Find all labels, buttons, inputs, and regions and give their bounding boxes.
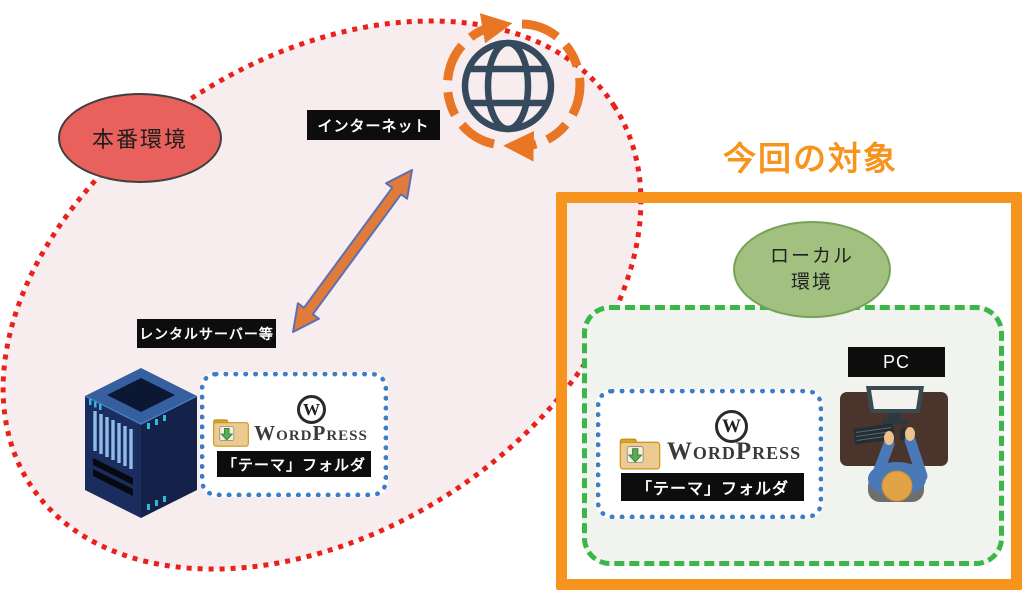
person-at-desk-icon <box>840 386 948 502</box>
target-title: 今回の対象 <box>723 140 898 177</box>
wp-theme-box-local: W WordPress 「テーマ」フォルダ <box>596 389 823 519</box>
local-env-badge: ローカル 環境 <box>733 221 891 318</box>
local-env-label-line1: ローカル <box>769 245 854 267</box>
internet-label: インターネット <box>307 110 440 140</box>
rental-server-label: レンタルサーバー等 <box>137 319 276 348</box>
double-arrow-icon <box>292 169 413 333</box>
wordpress-logo-icon: W <box>715 410 748 443</box>
wordpress-name: WordPress <box>254 421 368 445</box>
local-env-label-line2: 環境 <box>790 271 833 293</box>
server-tower-icon <box>84 368 198 518</box>
globe-sync-icon <box>443 13 585 162</box>
folder-download-icon <box>619 438 661 470</box>
target-frame <box>556 192 1022 590</box>
theme-folder-label: 「テーマ」フォルダ <box>621 473 804 501</box>
wordpress-logo-icon: W <box>297 395 326 424</box>
wp-theme-box-production: W WordPress 「テーマ」フォルダ <box>200 372 388 497</box>
folder-download-icon <box>213 419 249 447</box>
production-env-label: 本番環境 <box>91 127 188 152</box>
wordpress-name: WordPress <box>666 438 802 465</box>
production-env-badge: 本番環境 <box>58 93 222 183</box>
theme-folder-label: 「テーマ」フォルダ <box>217 451 371 477</box>
pc-label: PC <box>848 347 945 377</box>
